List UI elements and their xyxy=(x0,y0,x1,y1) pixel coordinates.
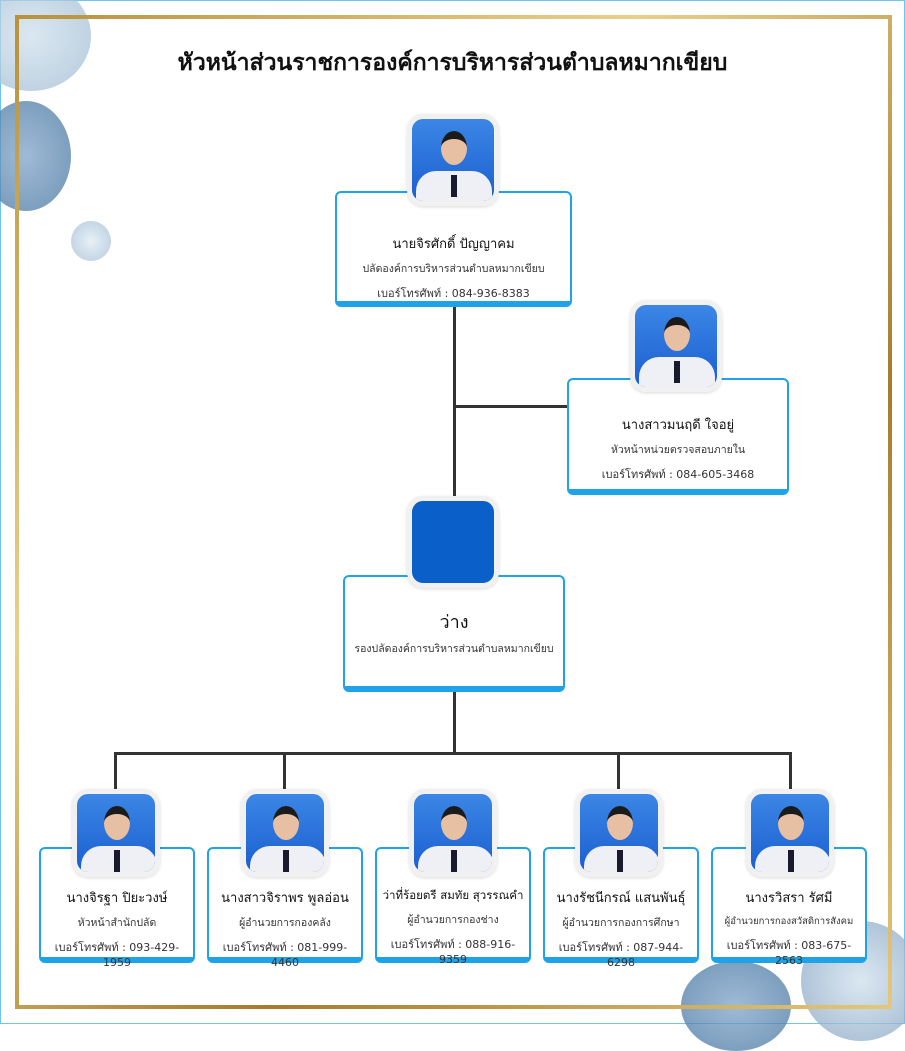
person-phone: เบอร์โทรศัพท์ : 093-429-1959 xyxy=(54,941,180,969)
person-name: นางสาวมนฤดี ใจอยู่ xyxy=(621,418,735,433)
person-name: นางรัชนีกรณ์ แสนพันธุ์ xyxy=(556,891,686,906)
connector xyxy=(283,752,286,792)
person-position: ผู้อำนวยการกองสวัสดิการสังคม xyxy=(724,916,854,927)
person-phone: เบอร์โทรศัพท์ : 087-944-6298 xyxy=(558,941,684,969)
person-name: นางสาวจิราพร พูลอ่อน xyxy=(221,891,349,906)
person-phone: เบอร์โทรศัพท์ : 081-999-4460 xyxy=(222,941,348,969)
person-name: นายจิรศักดิ์ ปัญญาคม xyxy=(392,237,515,252)
person-phone: เบอร์โทรศัพท์ : 088-916-9359 xyxy=(390,938,516,966)
card-head-2: นางสาวจิราพร พูลอ่อน ผู้อำนวยการกองคลัง … xyxy=(207,847,363,969)
person-position: ปลัดองค์การบริหารส่วนตำบลหมากเขียบ xyxy=(362,263,545,275)
person-phone: เบอร์โทรศัพท์ : 084-936-8383 xyxy=(377,287,530,300)
connector xyxy=(114,752,792,755)
card-audit: นางสาวมนฤดี ใจอยู่ หัวหน้าหน่วยตรวจสอบภา… xyxy=(567,378,789,495)
card-head-3: ว่าที่ร้อยตรี สมทัย สุวรรณคำ ผู้อำนวยการ… xyxy=(375,847,531,966)
person-position: รองปลัดองค์การบริหารส่วนตำบลหมากเขียบ xyxy=(354,643,554,655)
person-phone: เบอร์โทรศัพท์ : 084-605-3468 xyxy=(601,468,755,481)
connector xyxy=(617,752,620,792)
photo-head-5 xyxy=(746,789,834,877)
photo-head-3 xyxy=(409,789,497,877)
photo-head-1 xyxy=(72,789,160,877)
person-name: ว่าง xyxy=(439,612,469,633)
photo-chief xyxy=(407,114,499,206)
person-position: หัวหน้าสำนักปลัด xyxy=(77,917,157,929)
person-name: ว่าที่ร้อยตรี สมทัย สุวรรณคำ xyxy=(382,888,524,902)
connector xyxy=(114,752,117,792)
photo-head-2 xyxy=(241,789,329,877)
card-chief: นายจิรศักดิ์ ปัญญาคม ปลัดองค์การบริหารส่… xyxy=(335,191,572,307)
card-deputy: ว่าง รองปลัดองค์การบริหารส่วนตำบลหมากเขี… xyxy=(343,575,565,692)
person-position: ผู้อำนวยการกองการศึกษา xyxy=(562,917,680,929)
page-title: หัวหน้าส่วนราชการองค์การบริหารส่วนตำบลหม… xyxy=(177,50,728,76)
photo-audit xyxy=(630,300,722,392)
person-phone: เบอร์โทรศัพท์ : 083-675-2563 xyxy=(726,939,852,967)
person-position: หัวหน้าหน่วยตรวจสอบภายใน xyxy=(610,444,746,456)
connector xyxy=(453,306,456,498)
connector xyxy=(789,752,792,792)
photo-head-4 xyxy=(575,789,663,877)
person-name: นางจิรฐา ปิยะวงษ์ xyxy=(66,891,168,906)
person-position: ผู้อำนวยการกองช่าง xyxy=(407,914,499,926)
person-position: ผู้อำนวยการกองคลัง xyxy=(239,917,331,929)
connector xyxy=(453,405,569,408)
photo-vacant xyxy=(407,496,499,588)
person-name: นางรวิสรา รัศมี xyxy=(745,891,833,906)
connector xyxy=(453,691,456,753)
